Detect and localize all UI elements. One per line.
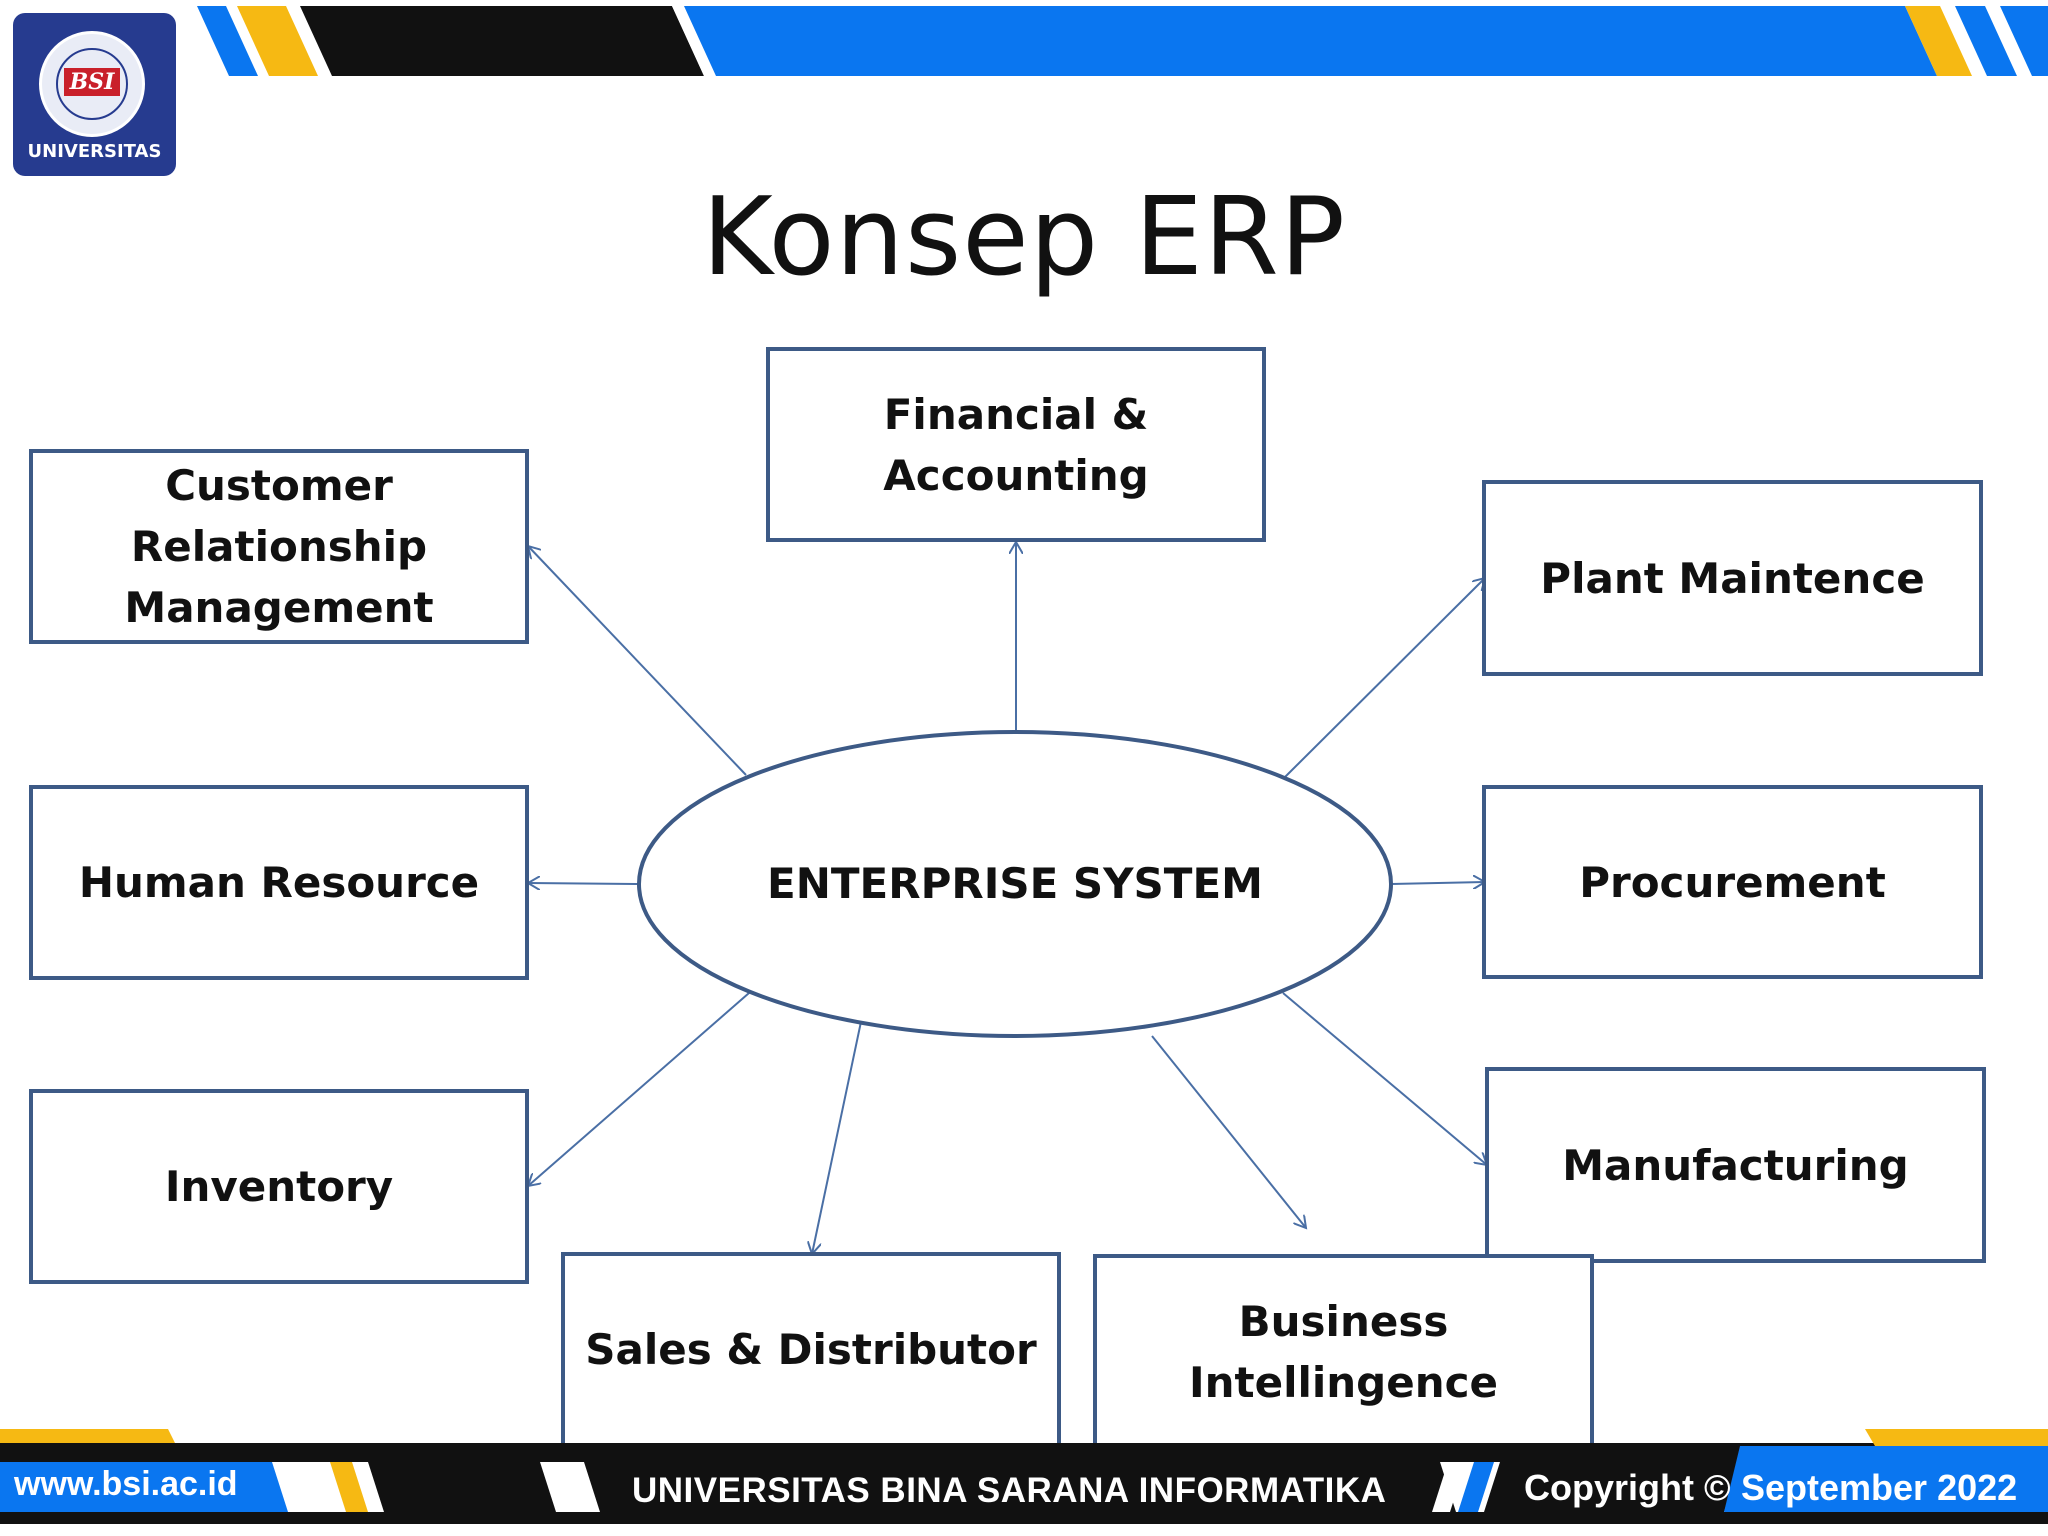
node-sales-distributor: Sales & Distributor: [561, 1252, 1061, 1447]
logo-label: UNIVERSITAS: [27, 141, 162, 162]
footer-copyright: Copyright ©: [1524, 1467, 1731, 1508]
logo-monogram: BSI: [64, 68, 120, 96]
top-banner: [197, 6, 2048, 76]
footer-university-name: UNIVERSITAS BINA SARANA INFORMATIKA: [632, 1471, 1387, 1510]
node-financial-accounting-label: Financial & Accounting: [883, 389, 1149, 500]
connector-procurement: [1390, 882, 1485, 884]
connector-plant: [1284, 578, 1485, 778]
node-procurement: Procurement: [1482, 785, 1983, 979]
node-manufacturing-label: Manufacturing: [1562, 1140, 1909, 1190]
connector-hr: [528, 883, 640, 884]
node-crm-label: Customer Relationship Management: [124, 461, 434, 632]
node-financial-accounting: Financial & Accounting: [766, 347, 1266, 542]
connector-inventory: [528, 992, 750, 1186]
footer-date: September 2022: [1741, 1467, 2018, 1508]
node-inventory: Inventory: [29, 1089, 529, 1284]
node-inventory-label: Inventory: [164, 1162, 394, 1211]
enterprise-system-ellipse: [637, 730, 1393, 1038]
node-plant-maintence-label: Plant Maintence: [1540, 553, 1925, 603]
connector-crm: [528, 546, 747, 776]
slide-title: Konsep ERP: [702, 175, 1346, 300]
logo-seal: BSI: [39, 31, 145, 137]
node-business-intelligence: Business Intellingence: [1093, 1254, 1594, 1449]
node-manufacturing: Manufacturing: [1485, 1067, 1986, 1263]
node-procurement-label: Procurement: [1579, 857, 1886, 907]
node-sales-distributor-label: Sales & Distributor: [585, 1325, 1037, 1374]
node-human-resource: Human Resource: [29, 785, 529, 980]
node-human-resource-label: Human Resource: [78, 858, 480, 907]
node-customer-relationship-management: Customer Relationship Management: [29, 449, 529, 644]
connector-bi: [1151, 1035, 1306, 1228]
footer-url: www.bsi.ac.id: [14, 1465, 238, 1503]
university-logo: BSI UNIVERSITAS: [13, 13, 176, 176]
connector-sales: [812, 997, 867, 1254]
enterprise-system-label: ENTERPRISE SYSTEM: [767, 858, 1263, 908]
node-business-intelligence-label: Business Intellingence: [1188, 1296, 1498, 1407]
connector-manufacturing: [1282, 992, 1487, 1165]
node-plant-maintence: Plant Maintence: [1482, 480, 1983, 676]
